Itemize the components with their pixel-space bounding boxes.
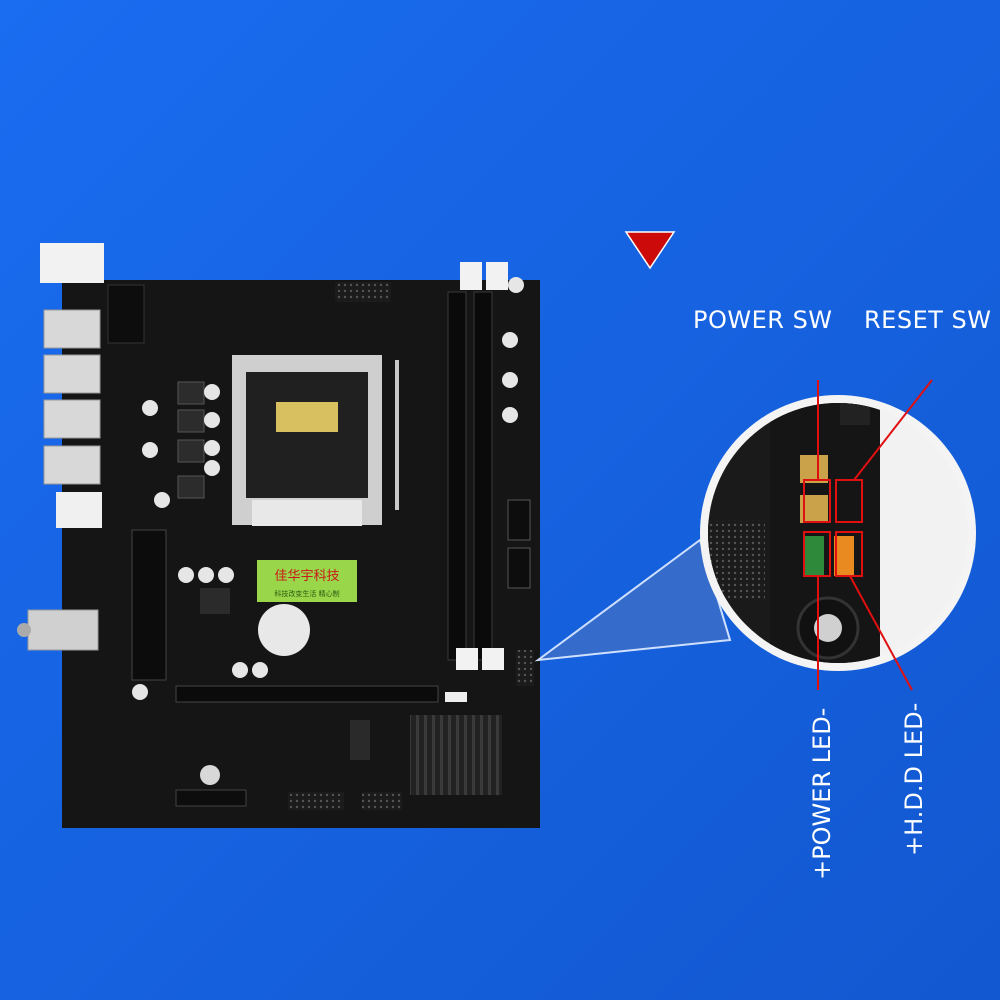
ram-clip-1 [460, 262, 482, 290]
cmos-battery [258, 604, 310, 656]
pcie-slot [175, 685, 439, 703]
pci-slot [175, 789, 247, 807]
ram-clip-4 [482, 648, 504, 670]
marker-triangle-icon [624, 231, 676, 270]
audio-jack [17, 623, 31, 637]
header [335, 282, 391, 302]
usb-port-3 [43, 399, 101, 439]
ram-clip-2 [486, 262, 508, 290]
pin-gold [800, 455, 828, 483]
label-reset-sw: RESET SW [864, 306, 992, 334]
sticker-subtitle: 科技改变生活 精心制 [274, 589, 339, 598]
socket-cap-label [276, 402, 338, 432]
pin-highlights [803, 379, 933, 691]
ps2-port [40, 243, 104, 283]
header [362, 792, 402, 810]
socket-lever [395, 360, 399, 510]
pcie-latch [445, 692, 467, 702]
chip [350, 720, 370, 760]
pin-green [804, 536, 824, 576]
label-hdd-led: +H.D.D LED- [900, 702, 928, 856]
sata-port-1 [507, 499, 531, 541]
front-panel-header [516, 650, 534, 686]
hdd-led-box [835, 531, 863, 577]
motherboard: 佳华宇科技 科技改变生活 精心制 [17, 243, 540, 828]
sticker-title: 佳华宇科技 [274, 569, 339, 584]
board-sticker [257, 560, 357, 602]
hdd-led-line [849, 575, 913, 691]
cpu-socket [246, 372, 368, 498]
pin-orange [834, 536, 854, 576]
sata-port-2 [507, 547, 531, 589]
usb-port-4 [43, 445, 101, 485]
vga-port [27, 609, 99, 651]
capacitor [200, 765, 220, 785]
label-power-sw: POWER SW [693, 306, 833, 334]
screw [814, 614, 842, 642]
chipset-heatsink [410, 715, 502, 795]
ram-slot-1 [447, 291, 467, 661]
lan-port [56, 492, 102, 528]
socket-latch [252, 500, 362, 526]
reset-sw-box [835, 479, 863, 523]
usb-header [288, 792, 344, 810]
chip [200, 588, 230, 614]
vrm-chokes [177, 381, 205, 499]
reset-sw-line [853, 379, 933, 481]
atx-power-connector [131, 529, 167, 681]
usb-port-1 [43, 309, 101, 349]
ram-clip-3 [456, 648, 478, 670]
usb-port-2 [43, 354, 101, 394]
cpu-power-connector [107, 284, 145, 344]
label-power-led: +POWER LED- [808, 707, 836, 880]
ram-slot-2 [473, 291, 493, 661]
